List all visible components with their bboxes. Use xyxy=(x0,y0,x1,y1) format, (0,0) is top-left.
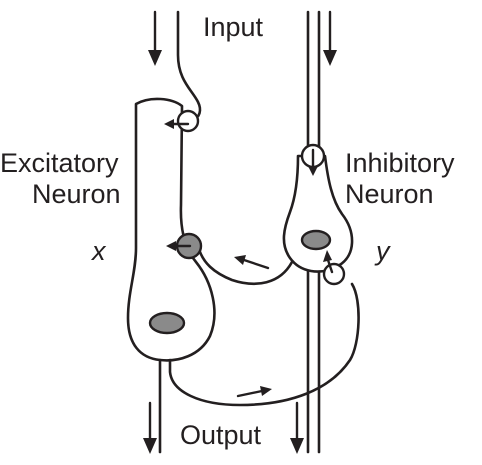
excitatory-label-line2: Neuron xyxy=(32,179,121,209)
inhibitory-nucleus xyxy=(302,231,330,249)
output-arrow-right xyxy=(290,403,304,454)
recurrent-axon-arrow xyxy=(238,386,272,396)
output-label: Output xyxy=(180,420,262,450)
variable-y-label: y xyxy=(374,236,391,266)
input-arrow-left xyxy=(148,12,162,66)
input-label: Input xyxy=(203,12,264,42)
input-synapse-on-excitatory xyxy=(178,111,198,131)
inhibitory-axon xyxy=(200,252,292,284)
inhibitory-axon-arrow xyxy=(234,255,268,268)
variable-x-label: x xyxy=(90,236,107,266)
inhibitory-neuron-body xyxy=(284,156,352,272)
output-arrow-left xyxy=(143,403,157,454)
excitatory-label-line1: Excitatory xyxy=(0,148,119,178)
input-arrow-right xyxy=(323,12,337,66)
excitatory-nucleus xyxy=(150,313,184,333)
inhibitory-label-line1: Inhibitory xyxy=(345,148,455,178)
inhibitory-label-line2: Neuron xyxy=(345,179,434,209)
input-fiber-to-excitatory xyxy=(178,12,200,120)
recurrent-synapse-y xyxy=(324,264,344,284)
